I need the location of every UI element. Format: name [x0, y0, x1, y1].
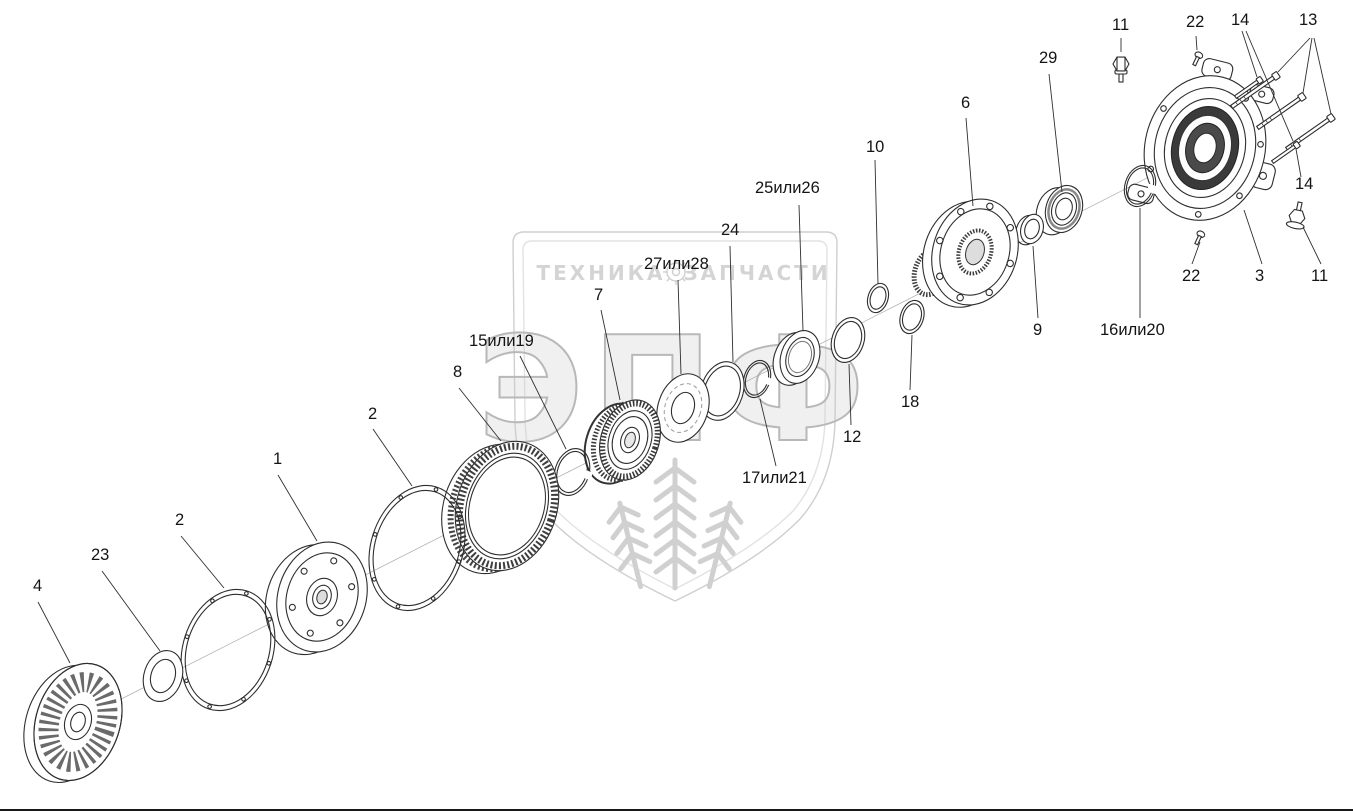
leader-lines — [37, 30, 1332, 664]
part-4-fan-disc — [23, 662, 123, 784]
part-11-bolt-bottom — [1285, 201, 1306, 230]
part-label-10: 10 — [866, 138, 885, 156]
gear-icon — [663, 259, 689, 285]
part-2-gasket-a — [180, 588, 276, 712]
part-2-gasket-b — [368, 484, 466, 612]
part-label-25-26: 25или26 — [755, 179, 820, 197]
part-16-20-snap-ring — [1123, 164, 1159, 208]
part-label-23: 23 — [91, 546, 110, 564]
part-label-14-top: 14 — [1231, 11, 1250, 29]
part-18-ring — [899, 299, 925, 335]
part-29-bearing — [1035, 184, 1084, 236]
part-12-ring — [830, 317, 866, 363]
part-7-gear-hub — [583, 399, 661, 485]
part-label-14-right: 14 — [1295, 175, 1314, 193]
part-label-22-bottom: 22 — [1182, 267, 1201, 285]
part-24-ring — [699, 361, 745, 421]
part-14-bolts — [1233, 76, 1301, 165]
watermark-brand-right: ЗАПЧАСТИ — [683, 261, 830, 285]
part-label-24: 24 — [721, 221, 740, 239]
part-label-11-bottom: 11 — [1311, 267, 1329, 285]
part-22-screw-bottom — [1194, 230, 1206, 246]
part-label-7: 7 — [594, 286, 604, 304]
wheat-ear-right — [697, 500, 744, 590]
part-label-29: 29 — [1039, 49, 1058, 67]
part-27-28-washer — [656, 373, 710, 443]
part-label-3: 3 — [1255, 267, 1265, 285]
part-label-6: 6 — [961, 94, 971, 112]
part-8-ring-gear — [441, 440, 560, 575]
part-10-ring — [866, 282, 890, 314]
part-label-18: 18 — [901, 393, 920, 411]
part-22-screw-top — [1192, 51, 1204, 67]
part-1-hub-flange — [264, 541, 368, 656]
part-label-2-first: 2 — [368, 405, 378, 423]
part-label-2-second: 2 — [175, 511, 185, 529]
part-label-12: 12 — [843, 428, 862, 446]
part-label-11-top: 11 — [1112, 16, 1130, 34]
part-9-ring — [1015, 213, 1044, 246]
part-17-21-snap-ring — [742, 359, 774, 399]
part-label-9: 9 — [1033, 321, 1043, 339]
part-11-bolt-top — [1112, 56, 1130, 83]
part-label-27-28: 27или28 — [644, 255, 709, 273]
part-label-1: 1 — [273, 450, 283, 468]
part-6-hub — [911, 198, 1019, 308]
wheat-ear-left — [606, 500, 653, 590]
part-label-17-21: 17или21 — [742, 469, 807, 487]
wheat-ear-center — [653, 457, 697, 591]
bottom-border-line — [0, 809, 1353, 811]
part-label-13: 13 — [1299, 11, 1318, 29]
part-23-ring — [142, 650, 184, 702]
part-3-housing-cover — [1127, 58, 1276, 221]
part-label-16-20: 16или20 — [1100, 321, 1165, 339]
part-25-26-ring — [772, 330, 821, 386]
part-label-15-19: 15или19 — [469, 332, 534, 350]
part-label-4: 4 — [33, 577, 43, 595]
part-label-22-top: 22 — [1186, 13, 1205, 31]
part-label-8: 8 — [453, 363, 463, 381]
part-15-19-snap-ring — [553, 448, 593, 496]
watermark-brand-left: ТЕХНИКА — [536, 261, 665, 285]
